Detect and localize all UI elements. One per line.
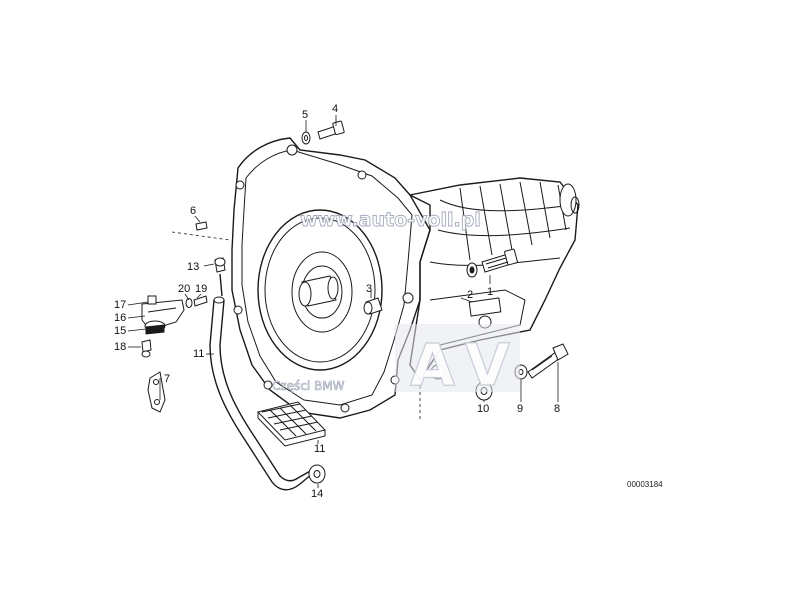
part-nut-14: [308, 464, 326, 484]
callout-18: 18: [114, 341, 126, 353]
part-bolt-1: [481, 248, 518, 273]
callout-9: 9: [517, 403, 523, 415]
callout-3: 3: [366, 283, 372, 295]
part-clamp-15-16-17: [141, 295, 185, 335]
part-washer-1: [466, 262, 478, 278]
callout-20: 20: [178, 283, 190, 295]
callout-13: 13: [187, 261, 199, 273]
reference-code: 00003184: [627, 480, 663, 489]
part-filter-11: [257, 401, 326, 447]
part-washer-5: [301, 131, 311, 145]
callout-5: 5: [302, 109, 308, 121]
callout-4: 4: [332, 103, 338, 115]
callout-16: 16: [114, 312, 126, 324]
part-screw-6: [171, 221, 231, 241]
callout-11-tube: 11: [193, 348, 204, 360]
callout-1: 1: [487, 286, 493, 298]
callout-11-filter: 11: [314, 443, 325, 455]
callout-labels: 1 2 3 4 5 6 7 8 9 10 11 11 13 14 15 16 1…: [114, 103, 560, 500]
part-filler-tube-11: [209, 296, 313, 491]
callout-17: 17: [114, 299, 126, 311]
part-bolt-18: [141, 339, 152, 358]
part-bolt-4: [317, 120, 345, 140]
transmission-housing: [231, 137, 580, 419]
leader-lines: [127, 115, 559, 488]
callout-8: 8: [554, 403, 560, 415]
callout-19: 19: [195, 283, 207, 295]
callout-10: 10: [477, 403, 489, 415]
part-bolt-8: [527, 343, 569, 379]
callout-2: 2: [467, 289, 473, 301]
watermark-logo: AV: [410, 331, 524, 399]
part-sleeve-3: [363, 297, 383, 315]
watermark-caption: Części BMW: [272, 379, 345, 393]
part-bracket-7: [147, 371, 166, 413]
watermark: www.auto-voll.pl AV Części BMW: [272, 209, 524, 400]
callout-14: 14: [311, 488, 323, 500]
callout-6: 6: [190, 205, 196, 217]
part-bolt-19-20: [185, 295, 208, 308]
callout-15: 15: [114, 325, 126, 337]
callout-7: 7: [164, 373, 170, 385]
watermark-url: www.auto-voll.pl: [300, 209, 481, 231]
part-dipstick-13: [214, 257, 226, 297]
